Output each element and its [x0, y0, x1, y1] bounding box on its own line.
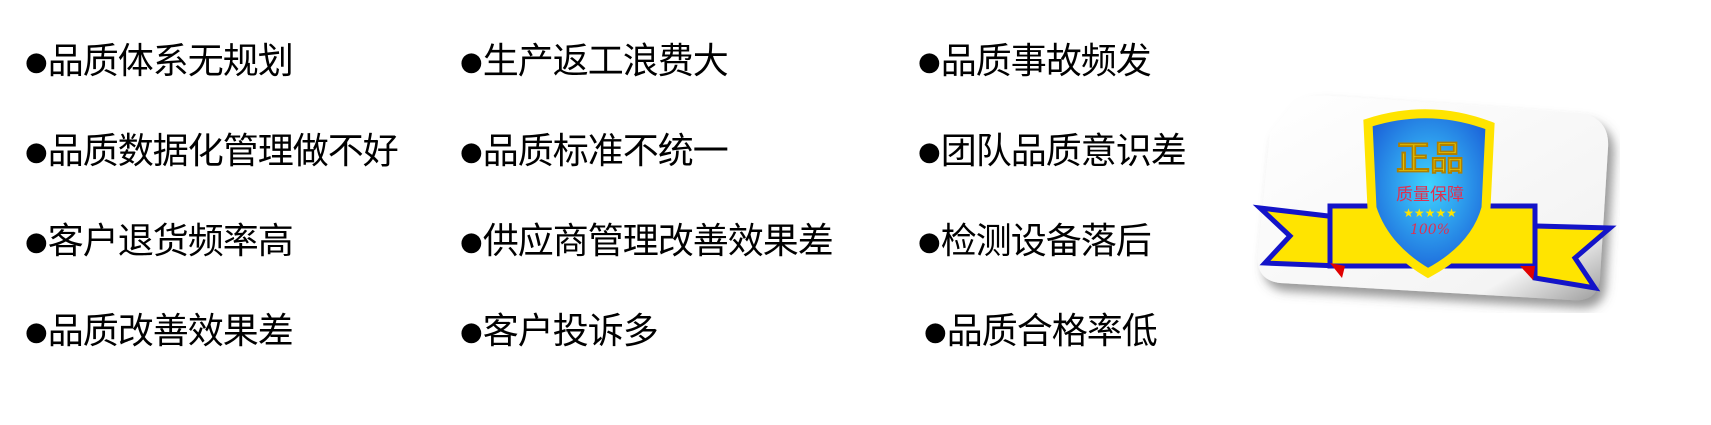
bullet-icon: ● — [918, 47, 941, 77]
issue-text: 团队品质意识差 — [940, 131, 1187, 172]
shield-icon — [1363, 109, 1495, 279]
issue-item: ●客户投诉多 — [460, 311, 659, 352]
issue-text: 供应商管理改善效果差 — [482, 221, 834, 262]
issue-item: ●品质合格率低 — [924, 311, 1158, 352]
issue-item: ●品质数据化管理做不好 — [25, 131, 399, 172]
bullet-icon: ● — [460, 227, 483, 257]
issue-text: 品质标准不统一 — [482, 131, 729, 172]
bullet-icon: ● — [25, 137, 48, 167]
issue-item: ●供应商管理改善效果差 — [460, 221, 834, 262]
issue-item: ●品质体系无规划 — [25, 41, 294, 82]
issue-item: ●品质改善效果差 — [25, 311, 294, 352]
bullet-icon: ● — [918, 137, 941, 167]
issue-item: ●客户退货频率高 — [25, 221, 294, 262]
issue-item: ●品质事故频发 — [918, 41, 1152, 82]
quality-assurance-badge: 正品 质量保障 ★★★★★ 100% — [1252, 95, 1617, 301]
badge-stars: ★★★★★ — [1403, 206, 1457, 220]
badge-percent: 100% — [1410, 222, 1450, 238]
bullet-icon: ● — [25, 317, 48, 347]
issue-item: ●生产返工浪费大 — [460, 41, 729, 82]
bullet-icon: ● — [460, 137, 483, 167]
issue-item: ●检测设备落后 — [918, 221, 1152, 262]
issue-text: 品质改善效果差 — [47, 311, 294, 352]
issue-text: 检测设备落后 — [940, 221, 1152, 262]
bullet-icon: ● — [924, 317, 947, 347]
issue-text: 品质合格率低 — [946, 311, 1158, 352]
issue-text: 品质事故频发 — [940, 41, 1152, 82]
bullet-icon: ● — [25, 227, 48, 257]
issue-text: 生产返工浪费大 — [482, 41, 729, 82]
bullet-icon: ● — [25, 47, 48, 77]
issue-text: 品质数据化管理做不好 — [47, 131, 399, 172]
issue-text: 客户退货频率高 — [47, 221, 294, 262]
bullet-icon: ● — [460, 317, 483, 347]
bullet-icon: ● — [460, 47, 483, 77]
issue-text: 客户投诉多 — [482, 311, 659, 352]
bullet-icon: ● — [918, 227, 941, 257]
issue-item: ●团队品质意识差 — [918, 131, 1187, 172]
badge-slogan: 质量保障 — [1396, 185, 1464, 205]
issue-text: 品质体系无规划 — [47, 41, 294, 82]
badge-logo: 正品 — [1396, 139, 1464, 179]
issue-item: ●品质标准不统一 — [460, 131, 729, 172]
